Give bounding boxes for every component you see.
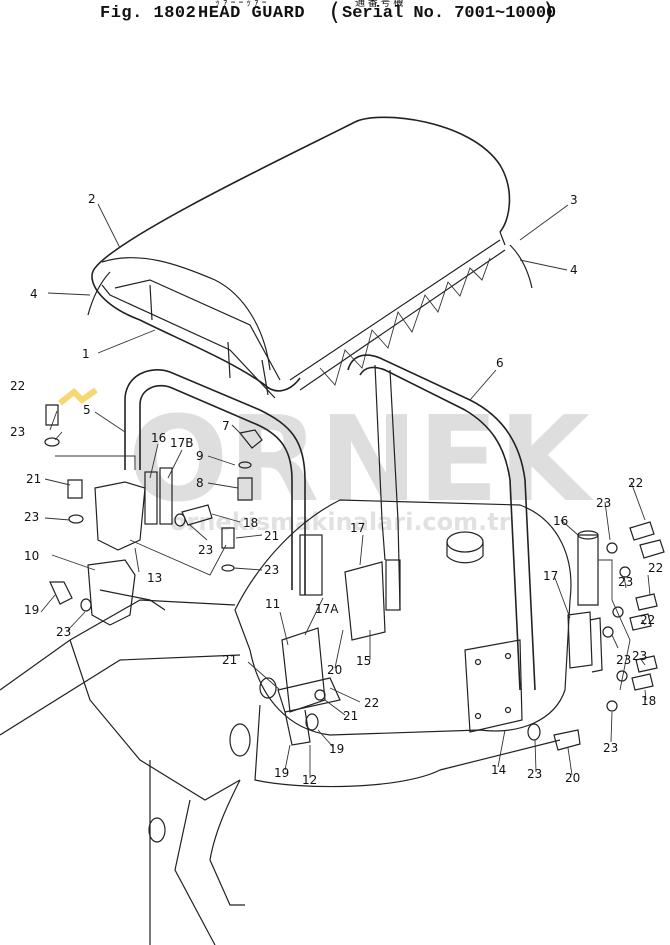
callout-1: 1 [82, 347, 90, 361]
callout-4-left: 4 [30, 287, 38, 301]
callout-19-center: 19 [329, 742, 344, 756]
callout-4-right: 4 [570, 263, 578, 277]
callout-23-d: 23 [264, 563, 279, 577]
figure-header: ｯ ｧ ｰ ｰ ｯ ｧ ｰ 通 番 号 機 Fig. 1802 HEAD GUA… [0, 0, 670, 30]
callout-18-right: 18 [641, 694, 656, 708]
callout-23-g: 23 [596, 496, 611, 510]
callout-16-right: 16 [553, 514, 568, 528]
japanese-mark-right: 通 番 号 機 [355, 0, 404, 9]
callout-11: 10 [24, 549, 39, 563]
rollbar-frame [124, 354, 536, 691]
callout-19-bottom: 19 [274, 766, 289, 780]
callout-17-right: 17 [543, 569, 558, 583]
callout-6: 6 [496, 356, 504, 370]
callout-7: 7 [222, 419, 230, 433]
callout-23-c: 23 [198, 543, 213, 557]
callout-21-b: 21 [264, 529, 279, 543]
callout-17A: 17A [315, 602, 339, 616]
callout-21-c: 21 [222, 653, 237, 667]
machine-body [0, 499, 572, 945]
callout-22-right-a: 22 [628, 476, 643, 490]
left-brackets [44, 404, 263, 626]
callout-22-center: 22 [364, 696, 379, 710]
callout-21-a: 21 [26, 472, 41, 486]
open-paren: ( [330, 0, 340, 26]
callout-17B: 17B [170, 436, 194, 450]
callout-23-e: 23 [56, 625, 71, 639]
callout-23-a: 23 [10, 425, 25, 439]
callout-16-left: 16 [151, 431, 166, 445]
callout-22-right-b: 22 [648, 561, 663, 575]
canopy-roof [87, 116, 533, 399]
callout-20-right: 20 [565, 771, 580, 785]
callout-10: 12 [302, 773, 317, 787]
callout-20-center: 20 [327, 663, 342, 677]
callout-18-left: 18 [243, 516, 258, 530]
serial-range: Serial No. 7001~10000 [342, 4, 557, 23]
callout-23-f: 23 [527, 767, 542, 781]
figure-title: HEAD GUARD [198, 4, 306, 23]
callout-2: 2 [88, 192, 96, 206]
callout-22-left: 22 [10, 379, 25, 393]
callout-5: 5 [83, 403, 91, 417]
callout-23-j: 23 [632, 649, 647, 663]
callout-23-b: 23 [24, 510, 39, 524]
figure-number: Fig. 1802 [100, 4, 197, 23]
callout-13: 13 [147, 571, 162, 585]
callout-14: 14 [491, 763, 506, 777]
leader-lines [40, 203, 651, 778]
callout-23-k: 23 [603, 741, 618, 755]
watermark-logo-icon [58, 387, 98, 406]
callout-19-left: 19 [24, 603, 39, 617]
callout-labels: 2 3 4 4 1 6 22 5 23 16 17B 7 9 8 21 23 1… [10, 192, 663, 787]
callout-17-center: 17 [350, 521, 365, 535]
callout-3: 3 [570, 193, 578, 207]
callout-23-h: 23 [618, 575, 633, 589]
callout-12: 11 [265, 597, 280, 611]
japanese-mark-left: ｯ ｧ ｰ ｰ ｯ ｧ ｰ [215, 0, 267, 9]
watermark-site: ornekismakinalari.com.tr [170, 508, 511, 536]
callout-8: 8 [196, 476, 204, 490]
callout-23-i: 23 [616, 653, 631, 667]
callout-15: 15 [356, 654, 371, 668]
right-exploded-parts [527, 521, 665, 751]
callout-22-right-c: 22 [640, 613, 655, 627]
callout-21-d: 21 [343, 709, 358, 723]
close-paren: ) [544, 0, 554, 26]
callout-9: 9 [196, 449, 204, 463]
